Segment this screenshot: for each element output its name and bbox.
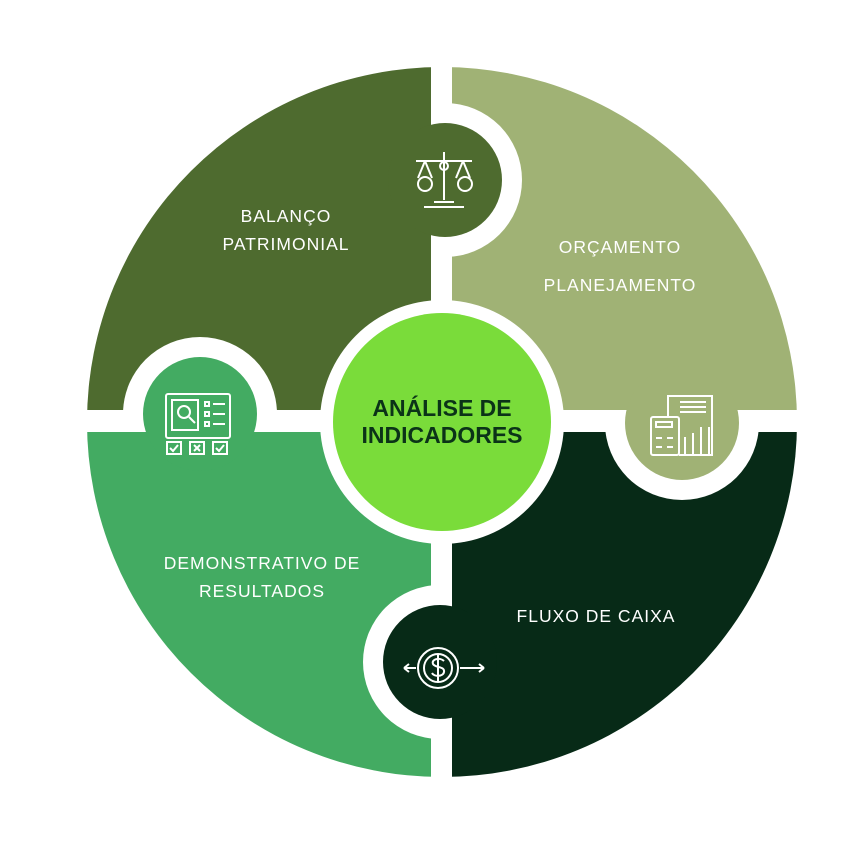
label-fluxo-line1: FLUXO DE CAIXA [516,606,676,626]
label-balanco-line2: PATRIMONIAL [222,234,350,254]
label-orcamento: ORÇAMENTO PLANEJAMENTO [544,228,697,304]
center-circle [333,313,551,531]
center-title-line1: ANÁLISE DE [372,395,512,421]
bump-orcamento [625,366,739,480]
label-balanco-line1: BALANÇO [240,206,332,226]
bump-fluxo [383,605,497,719]
center-title: ANÁLISE DE INDICADORES [332,312,552,532]
label-orcamento-line1: ORÇAMENTO [558,237,682,257]
label-demonstrativo-line1: DEMONSTRATIVO DE [163,553,361,573]
label-demonstrativo: DEMONSTRATIVO DE RESULTADOS [164,549,361,605]
dollar-cycle-icon [403,647,485,689]
label-demonstrativo-line2: RESULTADOS [198,581,326,601]
label-balanco: BALANÇO PATRIMONIAL [222,202,349,258]
label-orcamento-line2: PLANEJAMENTO [543,275,697,295]
checklist-report-icon [165,393,231,455]
scale-balance-icon [416,152,473,208]
calculator-budget-icon [650,395,713,456]
label-fluxo: FLUXO DE CAIXA [517,602,676,630]
center-title-line2: INDICADORES [361,422,523,448]
